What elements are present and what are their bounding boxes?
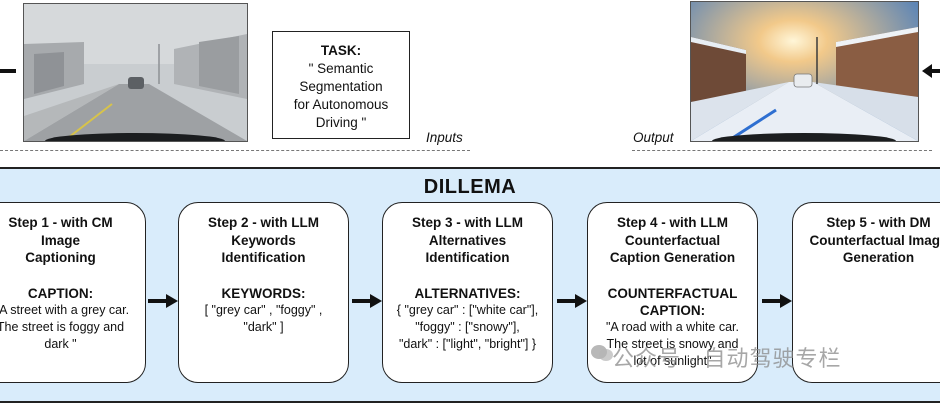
step-body-line: { "grey car" : ["white car"], xyxy=(396,302,539,317)
step-3-box: Step 3 - with LLM Alternatives Identific… xyxy=(382,202,553,383)
step-body-line: " A street with a grey car. xyxy=(0,302,130,317)
step-body-line: "dark" ] xyxy=(243,319,284,334)
step-body-line: lot of sunlight" xyxy=(633,353,712,368)
inputs-label: Inputs xyxy=(426,130,463,145)
step-heading: KEYWORDS: xyxy=(221,285,306,301)
step-body-line: dark " xyxy=(44,336,77,351)
arrow-step2-to-step3 xyxy=(352,294,382,308)
input-foggy-street-image xyxy=(23,3,248,142)
task-line: for Autonomous xyxy=(293,97,389,112)
task-line: Segmentation xyxy=(299,79,383,94)
watermark-text: 公众号 · 自动驾驶专栏 xyxy=(612,346,842,371)
step-body-line: "dark" : ["light", "bright"] } xyxy=(398,336,537,351)
step-title-line: Alternatives xyxy=(428,232,507,248)
output-arrow xyxy=(922,64,940,78)
step-title-line: Counterfactual Image xyxy=(809,232,940,248)
inputs-separator xyxy=(0,150,470,151)
step-title-line: Caption Generation xyxy=(609,250,736,265)
step-title-line: Generation xyxy=(842,250,915,265)
step-title-line: Captioning xyxy=(25,250,96,265)
step-body-line: The street is foggy and xyxy=(0,319,125,334)
step-heading: COUNTERFACTUAL CAPTION: xyxy=(607,285,738,318)
step-5-box: Step 5 - with DM Counterfactual Image Ge… xyxy=(792,202,940,383)
step-title-line: Identification xyxy=(425,250,510,265)
step-title-line: Keywords xyxy=(231,232,296,248)
output-label: Output xyxy=(633,130,674,145)
task-line: " Semantic xyxy=(308,61,374,76)
step-title-line: Step 5 - with DM xyxy=(826,215,931,230)
arrow-step4-to-step5 xyxy=(762,294,792,308)
step-heading: ALTERNATIVES: xyxy=(414,285,521,301)
output-snowy-street-image xyxy=(690,1,919,142)
step-2-box: Step 2 - with LLM Keywords Identificatio… xyxy=(178,202,349,383)
input-arrow xyxy=(0,69,16,73)
step-body-line: "A road with a white car. xyxy=(606,319,739,334)
step-1-box: Step 1 - with CM Image Captioning CAPTIO… xyxy=(0,202,146,383)
output-separator xyxy=(632,150,932,151)
step-title-line: Image xyxy=(40,232,81,248)
task-box: TASK: " Semantic Segmentation for Autono… xyxy=(272,31,410,139)
step-title-line: Step 1 - with CM xyxy=(8,215,113,230)
task-heading: TASK: xyxy=(320,43,362,58)
arrow-step3-to-step4 xyxy=(557,294,587,308)
task-line: Driving " xyxy=(315,115,367,130)
step-body-line: The street is snowy and xyxy=(606,336,739,351)
step-title-line: Counterfactual xyxy=(624,232,721,248)
step-4-box: Step 4 - with LLM Counterfactual Caption… xyxy=(587,202,758,383)
step-title-line: Identification xyxy=(221,250,306,265)
step-body-line: "foggy" : ["snowy"], xyxy=(415,319,520,334)
step-title-line: Step 4 - with LLM xyxy=(617,215,728,230)
dillema-title: DILLEMA xyxy=(423,176,517,198)
step-body-line: [ "grey car" , "foggy" , xyxy=(204,302,323,317)
arrow-step1-to-step2 xyxy=(148,294,178,308)
step-title-line: Step 3 - with LLM xyxy=(412,215,523,230)
step-title-line: Step 2 - with LLM xyxy=(208,215,319,230)
wechat-icon xyxy=(591,345,613,361)
step-heading: CAPTION: xyxy=(27,285,94,301)
